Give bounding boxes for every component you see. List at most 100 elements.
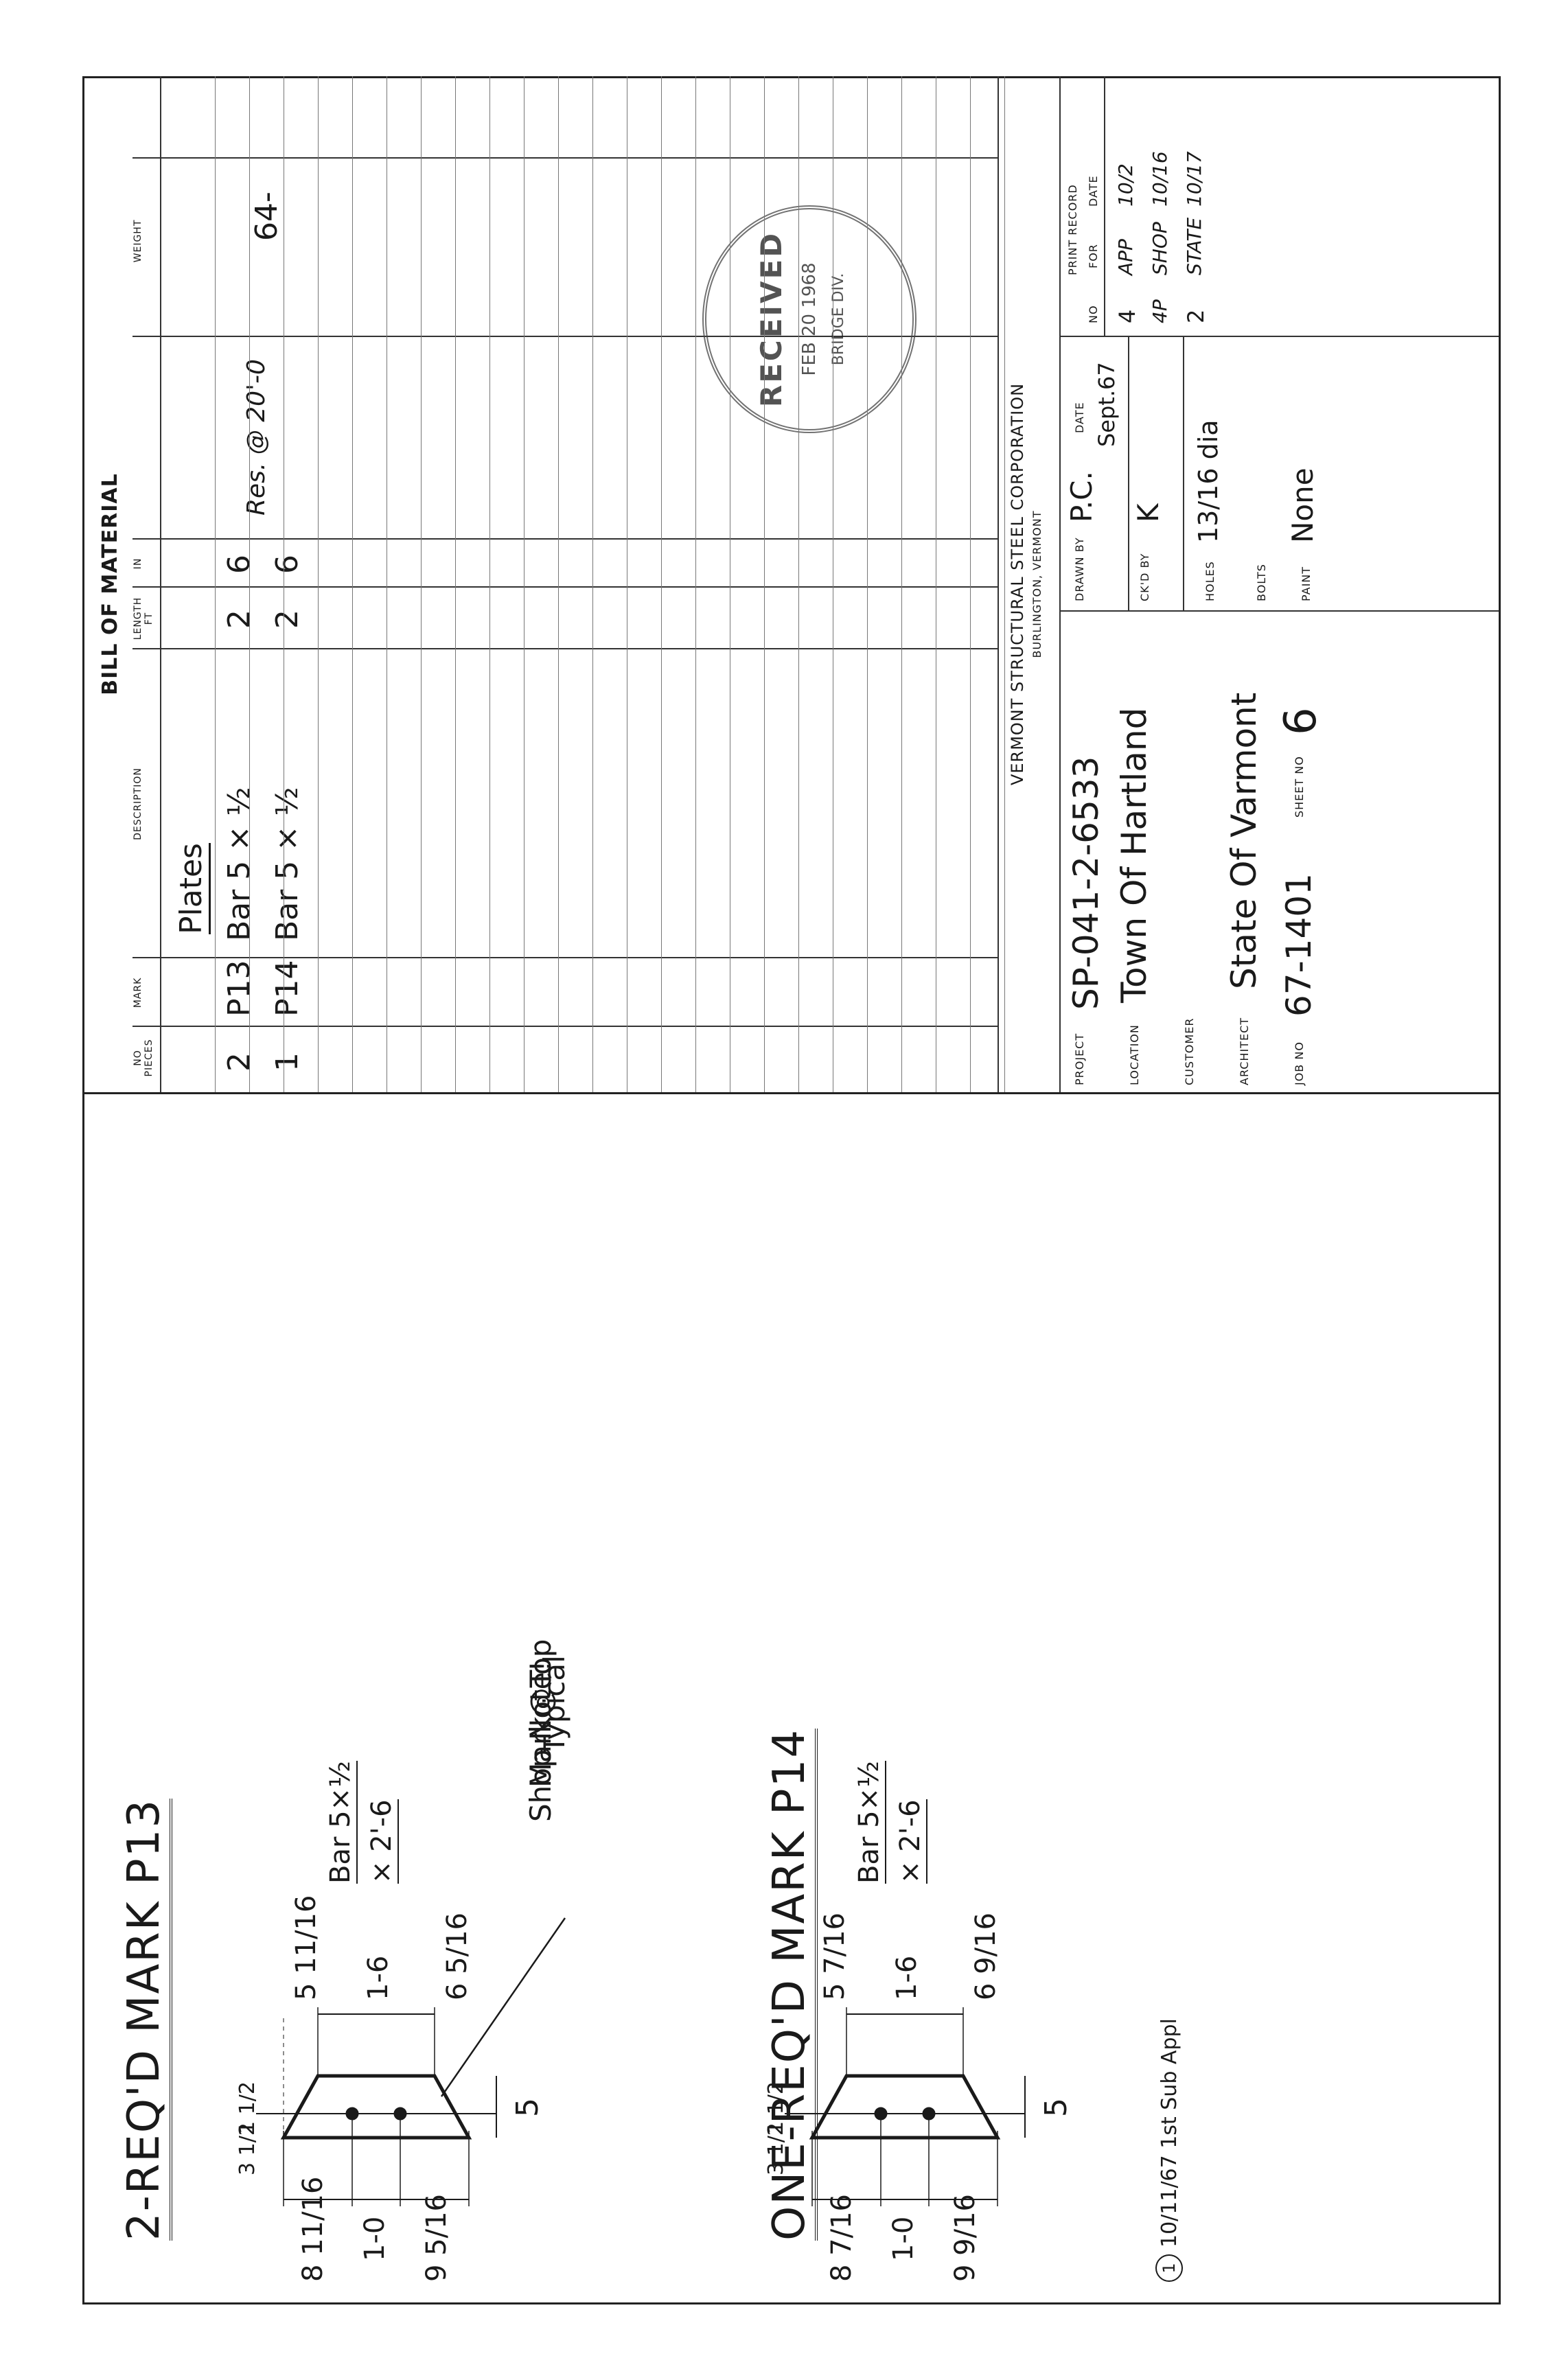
p14-revision-row: 1 10/11/67 1st Sub Appl [1155, 2018, 1183, 2282]
bom-ruling-line [695, 76, 696, 1092]
bom-ruling-line [798, 76, 799, 1092]
bom-weight-total: 64- [249, 192, 284, 241]
bom-ruling-line [661, 76, 662, 1092]
p13-detail [256, 1917, 566, 2206]
col-head-pieces: NO PIECES [132, 1039, 154, 1077]
p14-dim-top-1: 8 7/16 [826, 2194, 857, 2282]
bom-title: BILL OF MATERIAL [98, 473, 122, 695]
bom-row-1-mark: P13 [222, 960, 257, 1017]
job-value: 67-1401 [1279, 873, 1319, 1017]
print-record-1-for: APP [1114, 239, 1137, 275]
checked-by-value: K [1131, 503, 1165, 522]
bom-ruling-line [215, 76, 216, 1092]
p14-dim-bottom-2: 1-6 [891, 1955, 923, 2000]
bom-ruling-line [592, 76, 593, 1092]
date-label: DATE [1073, 402, 1086, 433]
revision-triangle-icon: 1 [1155, 2254, 1183, 2282]
bom-ruling-line [970, 76, 971, 1092]
col-head-length-ft: LENGTH FT [132, 597, 154, 640]
bom-row-1-pieces: 2 [222, 1052, 257, 1072]
bom-ruling-line [1004, 76, 1005, 1092]
p13-dim-right: 5 [510, 2098, 545, 2117]
p14-detail [785, 2007, 1026, 2206]
bom-section-plates: Plates [174, 843, 211, 934]
bom-ruling-line [764, 76, 765, 1092]
stamp-line-1: RECEIVED [754, 231, 788, 408]
p14-dim-right: 5 [1039, 2098, 1074, 2117]
bom-ruling-line [867, 76, 868, 1092]
p14-bar-desc-1: Bar 5×½ [853, 1761, 886, 1884]
p14-plate-outline [809, 2074, 1001, 2140]
print-record-label: PRINT RECORD [1066, 184, 1079, 275]
print-record-2-no: 4P [1149, 299, 1171, 323]
print-record-2-for: SHOP [1149, 222, 1171, 275]
p13-plate-outline [280, 2074, 472, 2140]
bom-ruling-line [421, 76, 422, 1092]
paint-value: None [1286, 467, 1319, 543]
sheet-value: 6 [1276, 707, 1326, 735]
col-head-length-in: IN [132, 557, 143, 570]
bom-row-1-ft: 2 [222, 610, 257, 629]
print-record-2-date: 10/16 [1149, 151, 1171, 207]
location-value: Town Of Hartland [1114, 707, 1154, 1003]
p13-dim-left-2: 1 1/2 [235, 2081, 260, 2134]
checked-by-label: CK'D BY [1138, 553, 1151, 601]
bom-row-2-description: Bar 5 × ½ [270, 787, 305, 941]
drawn-by-label: DRAWN BY [1073, 537, 1086, 601]
bill-of-material: BILL OF MATERIAL NO PIECES MARK DESCRIPT… [84, 76, 1499, 1094]
bom-row-1-in: 6 [222, 555, 257, 574]
bom-bracket-annotation: Res. @ 20'-0 [242, 359, 270, 516]
p13-shop-note-3: Typical [538, 1655, 571, 1753]
bom-row-2-mark: P14 [270, 960, 305, 1017]
project-label: PROJECT [1073, 1032, 1086, 1085]
company-city: BURLINGTON, VERMONT [1030, 510, 1044, 658]
p13-dim-top-3: 9 5/16 [421, 2194, 452, 2282]
p13-title: 2-REQ'D MARK P13 [119, 1798, 172, 2241]
col-head-weight: WEIGHT [132, 219, 143, 263]
p13-dim-top-1: 8 11/16 [297, 2176, 329, 2282]
p14-dim-top-3: 9 9/16 [949, 2194, 981, 2282]
drawing-frame: 2-REQ'D MARK P13 8 11/16 1-0 9 5/16 3 1/… [82, 76, 1501, 2304]
print-record-col-no: NO [1087, 305, 1100, 323]
col-head-mark: MARK [132, 977, 143, 1008]
p13-dim-bottom-3: 6 5/16 [441, 1913, 473, 2000]
bom-ruling-line [455, 76, 456, 1092]
p13-dim-bottom-2: 1-6 [362, 1955, 394, 2000]
job-label: JOB NO [1293, 1041, 1306, 1085]
bom-row-2-pieces: 1 [270, 1052, 305, 1072]
title-block: VERMONT STRUCTURAL STEEL CORPORATION BUR… [998, 76, 1499, 1092]
received-stamp: RECEIVED FEB 20 1968 BRIDGE DIV. [702, 205, 916, 433]
col-head-description: DESCRIPTION [132, 767, 143, 840]
project-value: SP-041-2-6533 [1066, 756, 1106, 1010]
p13-bar-desc-2: × 2'-6 [366, 1799, 399, 1884]
holes-label: HOLES [1203, 561, 1217, 601]
bom-ruling-line [249, 76, 250, 1092]
print-record-col-for: FOR [1087, 244, 1100, 268]
stamp-line-2: FEB 20 1968 [799, 262, 820, 376]
bom-ruling-line [901, 76, 902, 1092]
paint-label: PAINT [1300, 566, 1313, 601]
p13-dim-bottom-1: 5 11/16 [290, 1895, 322, 2000]
date-value: Sept.67 [1094, 362, 1120, 447]
bom-ruling-line [489, 76, 490, 1092]
print-record-1-no: 4 [1114, 309, 1140, 323]
p14-dim-left-2: 1 1/2 [764, 2081, 788, 2134]
shop-drawing [256, 1917, 1026, 2206]
print-record-col-date: DATE [1087, 175, 1100, 207]
print-record-3-date: 10/17 [1183, 151, 1206, 207]
print-record-1-date: 10/2 [1114, 163, 1137, 207]
p14-revision-note: 10/11/67 1st Sub Appl [1157, 2018, 1181, 2248]
holes-value: 13/16 dia [1193, 419, 1223, 543]
bom-row-2-ft: 2 [270, 610, 305, 629]
bom-ruling-line [558, 76, 559, 1092]
bom-ruling-line [352, 76, 353, 1092]
location-label: LOCATION [1128, 1024, 1141, 1085]
bolts-label: BOLTS [1255, 564, 1268, 601]
architect-value: State Of Varmont [1224, 692, 1264, 989]
architect-label: ARCHITECT [1238, 1017, 1251, 1085]
bom-row-1-description: Bar 5 × ½ [222, 787, 257, 941]
drawn-by-value: P.C. [1065, 471, 1098, 522]
sheet-label: SHEET NO [1293, 756, 1306, 818]
bom-row-2-in: 6 [270, 555, 305, 574]
